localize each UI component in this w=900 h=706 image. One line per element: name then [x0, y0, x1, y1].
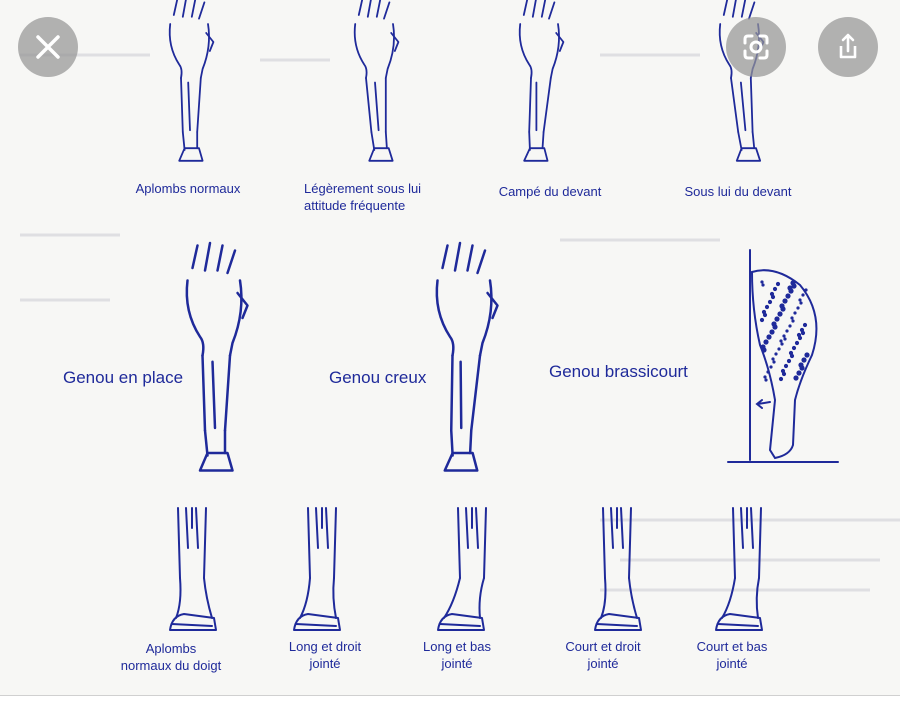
- pastern-aplombs-normaux: [169, 507, 217, 631]
- leg-genou-creux: [435, 241, 499, 472]
- close-button[interactable]: [18, 17, 78, 77]
- lens-search-button[interactable]: [726, 17, 786, 77]
- leg-legerement-sous-lui: [353, 0, 400, 162]
- caption-court-et-droit: Court et droit jointé: [565, 639, 641, 671]
- close-icon: [36, 35, 60, 59]
- caption-long-et-droit: Long et droit jointé: [288, 639, 362, 671]
- caption-genou-creux: Genou creux: [329, 368, 427, 387]
- arrow-mark: [755, 399, 771, 409]
- faint-background-text: [20, 53, 900, 592]
- caption-campe-du-devant: Campé du devant: [498, 184, 602, 199]
- row1-legs: [168, 0, 765, 162]
- caption-sous-lui-du-devant: Sous lui du devant: [684, 184, 792, 199]
- caption-genou-brassicourt: Genou brassicourt: [549, 362, 688, 381]
- pastern-court-et-bas: [715, 507, 763, 631]
- caption-legerement-sous-lui: Légèrement sous lui attitude fréquente: [304, 181, 422, 213]
- pastern-long-et-bas: [437, 507, 487, 631]
- share-button[interactable]: [818, 17, 878, 77]
- row2-legs: [185, 241, 499, 472]
- leg-aplombs-normaux: [168, 0, 215, 162]
- leg-genou-en-place: [185, 241, 249, 472]
- leg-sous-lui-du-devant: [718, 0, 765, 162]
- caption-long-et-bas: Long et bas jointé: [423, 639, 491, 671]
- brassicourt-figure: [727, 249, 839, 463]
- lens-search-icon: [743, 34, 769, 60]
- caption-aplombs-normaux: Aplombs normaux: [135, 181, 241, 196]
- mottled-coat: [759, 280, 810, 382]
- bottom-divider: [0, 695, 900, 706]
- pastern-court-et-droit: [594, 507, 642, 631]
- caption-court-et-bas: Court et bas jointé: [696, 639, 768, 671]
- row3-legs: [169, 507, 763, 631]
- caption-aplombs-normaux-doigt: Aplombs normaux du doigt: [120, 641, 222, 673]
- caption-genou-en-place: Genou en place: [63, 368, 184, 387]
- pastern-long-et-droit: [293, 507, 341, 631]
- share-icon: [839, 33, 857, 59]
- leg-campe-du-devant: [518, 0, 565, 162]
